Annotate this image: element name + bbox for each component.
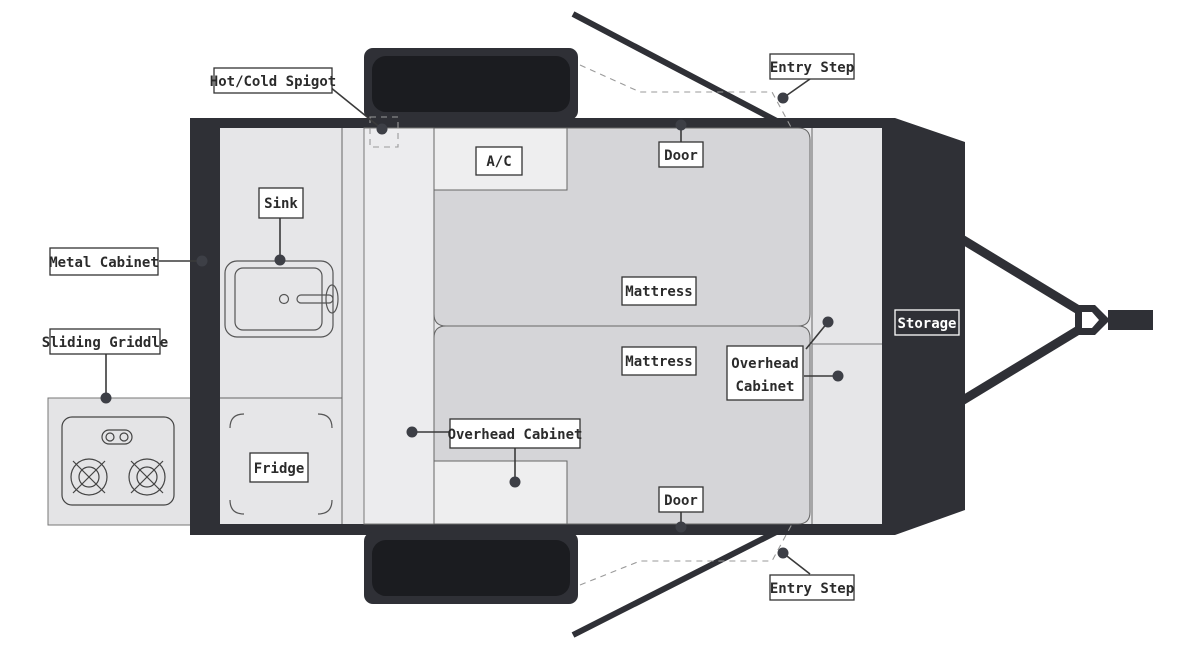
- svg-text:Sliding Griddle: Sliding Griddle: [42, 335, 168, 351]
- sliding-griddle-unit: [47, 397, 197, 526]
- svg-text:Entry Step: Entry Step: [770, 60, 854, 76]
- label-entry-step-top: Entry Step: [769, 53, 855, 80]
- svg-text:Door: Door: [664, 493, 698, 509]
- label-sink: Sink: [258, 187, 304, 219]
- fridge-outline: [229, 413, 333, 515]
- svg-text:Hot/Cold Spigot: Hot/Cold Spigot: [210, 74, 336, 90]
- svg-text:A/C: A/C: [486, 154, 511, 170]
- label-overhead-cabinet-center: Overhead Cabinet: [448, 418, 583, 449]
- lower-cabinet-box: [433, 460, 568, 525]
- label-overhead-cabinet-right: Overhead Cabinet: [726, 345, 804, 401]
- svg-text:Metal Cabinet: Metal Cabinet: [49, 255, 159, 271]
- door-open-top: [571, 11, 794, 132]
- wheel-bottom: [364, 532, 578, 604]
- label-ac: A/C: [475, 146, 523, 176]
- svg-text:Overhead: Overhead: [731, 356, 798, 372]
- label-door-top: Door: [658, 141, 704, 168]
- label-storage: Storage: [894, 309, 960, 336]
- label-door-bottom: Door: [658, 486, 704, 513]
- svg-text:Overhead Cabinet: Overhead Cabinet: [448, 427, 583, 443]
- svg-text:Cabinet: Cabinet: [735, 379, 794, 395]
- label-metal-cabinet: Metal Cabinet: [49, 247, 159, 276]
- wheel-top: [364, 48, 578, 120]
- leader-lines: [105, 78, 838, 575]
- label-hot-cold-spigot: Hot/Cold Spigot: [210, 67, 336, 94]
- svg-text:Storage: Storage: [897, 316, 956, 332]
- door-open-bottom: [571, 521, 794, 638]
- svg-text:Mattress: Mattress: [625, 284, 692, 300]
- label-mattress-upper: Mattress: [621, 276, 697, 306]
- svg-text:Mattress: Mattress: [625, 354, 692, 370]
- spigot-outline: [369, 116, 399, 148]
- svg-text:Fridge: Fridge: [254, 461, 305, 477]
- burner-right-icon: [128, 458, 166, 496]
- label-fridge: Fridge: [249, 452, 309, 483]
- label-entry-step-bottom: Entry Step: [769, 574, 855, 601]
- trailer-tongue: [957, 234, 1153, 406]
- svg-text:Sink: Sink: [264, 196, 298, 212]
- svg-text:Entry Step: Entry Step: [770, 581, 854, 597]
- label-mattress-lower: Mattress: [621, 346, 697, 376]
- marker-dots: [100, 92, 844, 559]
- svg-text:Door: Door: [664, 148, 698, 164]
- label-sliding-griddle: Sliding Griddle: [42, 328, 168, 355]
- burner-left-icon: [70, 458, 108, 496]
